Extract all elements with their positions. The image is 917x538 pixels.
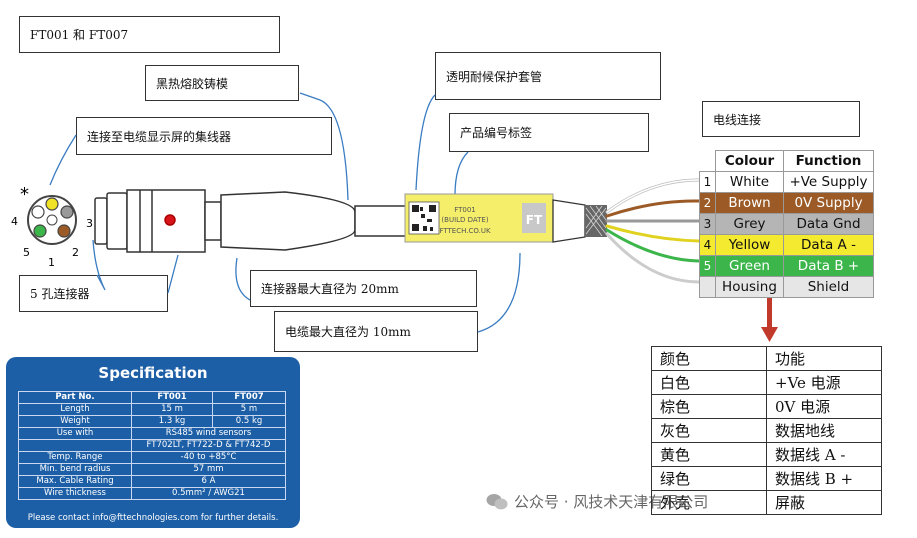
wire-row: 3 Grey Data Gnd — [699, 213, 874, 235]
wire-row: 4 Yellow Data A - — [699, 234, 874, 256]
down-arrow — [761, 293, 778, 342]
table-row: 外壳屏蔽 — [651, 490, 882, 515]
header-function: Function — [783, 150, 874, 172]
label-line2: (BUILD DATE) — [441, 216, 488, 224]
pin-5: 5 — [23, 246, 30, 259]
callout-cable-diameter: 电缆最大直径为 10mm — [274, 311, 478, 352]
table-row: 白色+Ve 电源 — [651, 370, 882, 395]
watermark: 公众号 · 风技术天津有限公司 — [486, 491, 708, 512]
callout-transparent-sleeve: 透明耐候保护套管 — [435, 52, 661, 100]
callout-models: FT001 和 FT007 — [19, 16, 280, 53]
wire-row: 1 White +Ve Supply — [699, 171, 874, 193]
pin-4: 4 — [11, 215, 18, 228]
pin-2: 2 — [72, 246, 79, 259]
callout-label: 产品编号标签 — [449, 113, 649, 152]
leader-lines — [49, 92, 521, 333]
spec-title: Specification — [98, 364, 208, 382]
callout-black-mold: 黑热熔胶铸模 — [145, 65, 299, 101]
spec-footer: Please contact info@fttechnologies.com f… — [27, 513, 279, 523]
cable-end — [552, 199, 607, 243]
wire-row: Housing Shield — [699, 276, 874, 298]
watermark-text: 公众号 · 风技术天津有限公司 — [514, 493, 709, 511]
label-line3: FTTECH.CO.UK — [439, 227, 490, 235]
label-logo: FT — [526, 213, 543, 227]
pin-3: 3 — [86, 217, 93, 230]
callout-connector-diameter: 连接器最大直径为 20mm — [250, 270, 477, 307]
connector-body — [94, 189, 411, 253]
table-row: 绿色数据线 B + — [651, 466, 882, 491]
connector-face: * 4 3 5 1 2 — [11, 184, 93, 269]
callout-wire-connection: 电线连接 — [702, 101, 860, 137]
product-label: FT001 (BUILD DATE) FTTECH.CO.UK FT — [404, 193, 554, 243]
wire-row: 2 Brown 0V Supply — [699, 192, 874, 214]
table-row: FT702LT, FT722-D & FT742-D — [18, 439, 286, 452]
label-line1: FT001 — [454, 206, 476, 214]
pin-star: * — [20, 184, 29, 205]
wechat-icon — [486, 493, 508, 509]
wire-fan — [605, 178, 701, 284]
table-row: Temp. Range-40 to +85°C — [18, 451, 286, 464]
wire-colour-table: Colour Function 1 White +Ve Supply 2 Bro… — [699, 150, 874, 298]
table-row: 灰色数据地线 — [651, 418, 882, 443]
table-row: 颜色功能 — [651, 346, 882, 371]
wire-row: 5 Green Data B + — [699, 255, 874, 277]
table-row: 黄色数据线 A - — [651, 442, 882, 467]
callout-connector-5pin: 5 孔连接器 — [19, 275, 168, 312]
header-colour: Colour — [715, 150, 784, 172]
pin-1: 1 — [48, 256, 55, 269]
callout-connect-hub: 连接至电缆显示屏的集线器 — [76, 117, 332, 155]
